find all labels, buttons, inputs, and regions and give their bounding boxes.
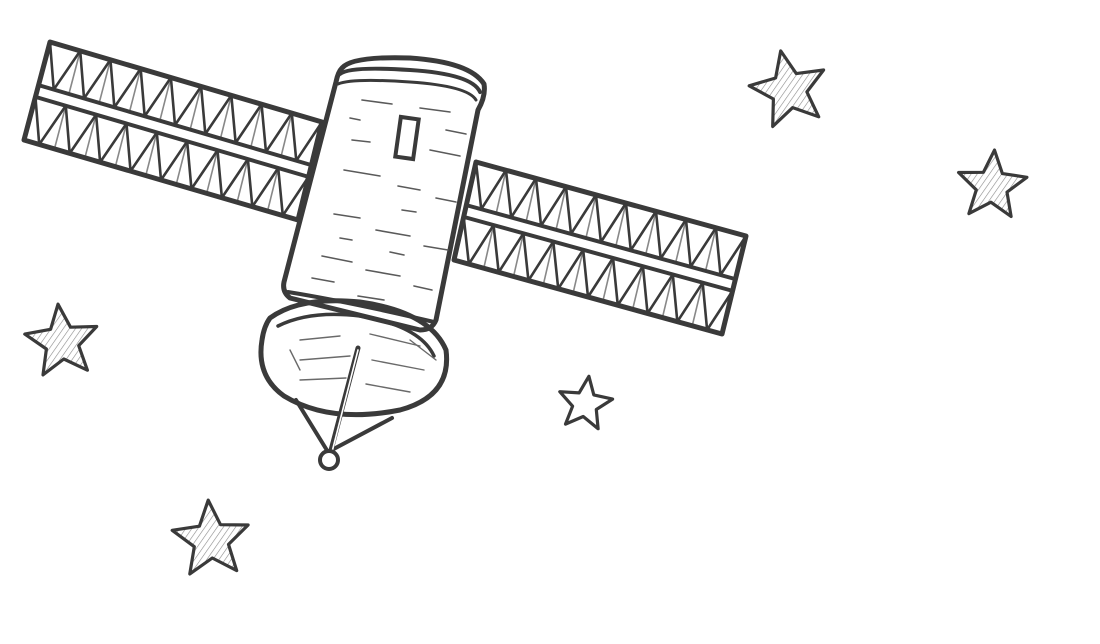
antenna-icon [294,345,394,471]
star-field [23,49,1029,576]
star-icon [747,49,826,129]
satellite-nozzle [258,298,450,418]
left-solar-panel [21,39,325,223]
star-icon [956,148,1029,219]
star-icon [23,302,99,377]
star-icon [170,498,250,576]
right-solar-panel [451,159,749,337]
window-icon [393,114,421,162]
satellite-body [281,55,487,333]
star-icon [558,374,615,431]
